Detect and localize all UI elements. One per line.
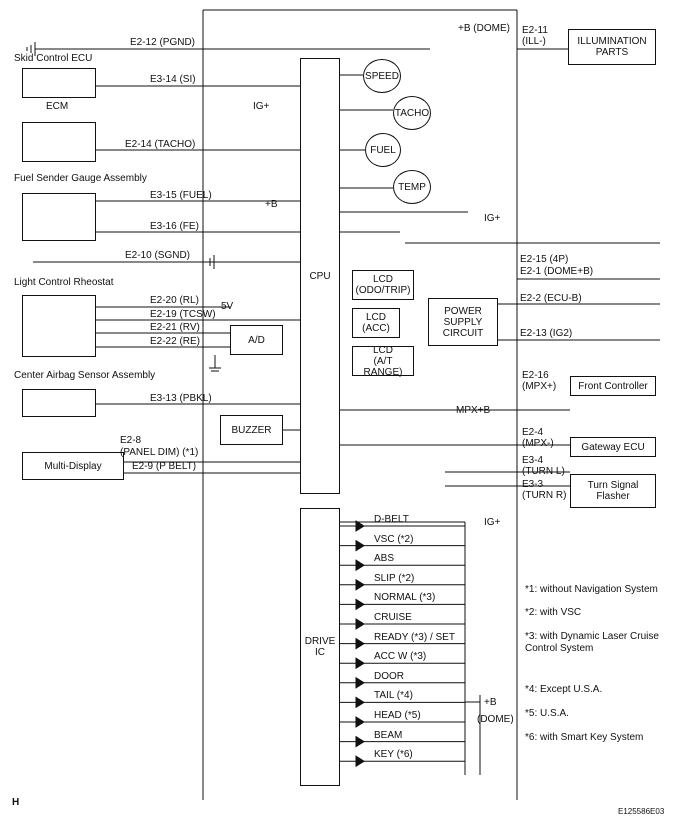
- indicator-label: D-BELT: [374, 514, 409, 525]
- note-3: *3: with Dynamic Laser Cruise Control Sy…: [525, 631, 659, 654]
- skid-control-ecu-label: Skid Control ECU: [14, 53, 93, 64]
- light-rheostat-label: Light Control Rheostat: [14, 277, 114, 288]
- pin-ecu-b: E2-2 (ECU-B): [520, 293, 582, 304]
- fuel-sender-label: Fuel Sender Gauge Assembly: [14, 173, 147, 184]
- led-icon: [355, 716, 365, 728]
- multi-display-box: Multi-Display: [22, 452, 124, 480]
- lcd-at-range: LCD (A/T RANGE): [352, 345, 414, 378]
- ecm-box: [22, 122, 96, 162]
- led-icon: [355, 618, 365, 630]
- dome-label: (DOME): [477, 714, 514, 725]
- led-icon: [355, 520, 365, 532]
- ig-plus-label-1: IG+: [253, 101, 270, 112]
- pin-mpx-plus: E2-16 (MPX+): [522, 370, 557, 392]
- led-icon: [355, 539, 365, 552]
- led-icon: [355, 735, 365, 748]
- center-airbag-box: [22, 389, 96, 417]
- indicator-label: ACC W (*3): [374, 651, 427, 663]
- temp-gauge: TEMP: [393, 170, 431, 204]
- note-6: *6: with Smart Key System: [525, 732, 644, 743]
- center-airbag-label: Center Airbag Sensor Assembly: [14, 370, 156, 381]
- power-supply-circuit: POWER SUPPLY CIRCUIT: [428, 298, 498, 346]
- pin-fuel: E3-15 (FUEL): [150, 190, 212, 201]
- indicator-label: HEAD (*5): [374, 710, 421, 721]
- led-icon: [355, 676, 365, 689]
- footer-code: E125586E03: [618, 807, 665, 816]
- pin-turn-r: E3-3 (TURN R): [522, 479, 567, 501]
- note-2: *2: with VSC: [525, 607, 582, 618]
- pin-pbelt: E2-9 (P BELT): [132, 461, 197, 472]
- led-icon: [355, 637, 365, 650]
- pin-re: E2-22 (RE): [150, 336, 201, 347]
- pin-dome-b: E2-1 (DOME+B): [520, 266, 594, 277]
- pin-ill: E2-11 (ILL-): [522, 25, 548, 47]
- pin-pgnd: E2-12 (PGND): [130, 37, 196, 48]
- led-icon: [355, 598, 365, 611]
- front-controller-box: Front Controller: [570, 376, 656, 396]
- led-icon: [355, 696, 365, 709]
- light-rheostat-box: [22, 295, 96, 357]
- lcd-acc: LCD (ACC): [352, 308, 400, 338]
- fuel-sender-box: [22, 193, 96, 241]
- pin-turn-l: E3-4 (TURN L): [522, 455, 565, 477]
- buzzer: BUZZER: [220, 415, 283, 445]
- note-1: *1: without Navigation System: [525, 584, 658, 595]
- indicator-label: DOOR: [374, 670, 404, 682]
- ig-plus-label-3: IG+: [484, 517, 501, 528]
- indicator-label: TAIL (*4): [374, 690, 413, 702]
- skid-ecm-box: [22, 68, 96, 98]
- indicator-label: VSC (*2): [374, 533, 414, 545]
- pin-ig2: E2-13 (IG2): [520, 328, 573, 339]
- indicator-label: NORMAL (*3): [374, 592, 436, 604]
- plus-b-label: +B: [265, 199, 278, 210]
- indicator-label: KEY (*6): [374, 749, 413, 761]
- ad-converter: A/D: [230, 325, 283, 355]
- note-4: *4: Except U.S.A.: [525, 684, 603, 695]
- speed-gauge: SPEED: [363, 59, 401, 93]
- lcd-odo-trip: LCD (ODO/TRIP): [352, 270, 414, 300]
- pin-4p: E2-15 (4P): [520, 254, 569, 265]
- indicator-label: READY (*3) / SET: [374, 631, 455, 643]
- gateway-ecu-box: Gateway ECU: [570, 437, 656, 457]
- footer-letter: H: [12, 797, 20, 808]
- pin-tacho: E2-14 (TACHO): [125, 139, 196, 150]
- pin-pbkl: E3-13 (PBKL): [150, 393, 212, 404]
- illumination-parts-box: ILLUMINATION PARTS: [568, 29, 656, 65]
- indicator-label: CRUISE: [374, 612, 412, 623]
- indicator-label: SLIP (*2): [374, 572, 415, 584]
- fuel-gauge: FUEL: [365, 133, 401, 167]
- tacho-gauge: TACHO: [393, 96, 431, 130]
- pin-rl: E2-20 (RL): [150, 295, 199, 306]
- turn-signal-flasher-box: Turn Signal Flasher: [570, 474, 656, 508]
- led-icon: [355, 657, 365, 670]
- pin-si: E3-14 (SI): [150, 74, 196, 85]
- pin-rv: E2-21 (RV): [150, 322, 200, 333]
- ig-plus-label-2: IG+: [484, 213, 501, 224]
- ecm-label: ECM: [46, 101, 69, 112]
- pin-panel-dim-b: (PANEL DIM) (*1): [120, 447, 199, 458]
- led-icon: [355, 755, 365, 768]
- drive-ic-block: DRIVE IC: [300, 508, 340, 786]
- indicator-label: ABS: [374, 553, 395, 565]
- five-v-label: 5V: [221, 301, 234, 312]
- note-5: *5: U.S.A.: [525, 708, 569, 719]
- pin-fe: E3-16 (FE): [150, 221, 199, 232]
- pin-sgnd: E2-10 (SGND): [125, 250, 191, 261]
- pin-tcsw: E2-19 (TCSW): [150, 309, 216, 320]
- led-icon: [355, 559, 365, 572]
- pin-mpx-minus: E2-4 (MPX-): [522, 427, 554, 449]
- plus-b-label-2: +B: [484, 697, 497, 708]
- led-icon: [355, 578, 365, 591]
- plus-b-dome-label: +B (DOME): [458, 23, 510, 34]
- cpu-block: CPU: [300, 58, 340, 494]
- indicator-label: BEAM: [374, 729, 403, 741]
- mpx-b-label: MPX+B: [456, 405, 491, 416]
- pin-panel-dim-a: E2-8: [120, 435, 142, 446]
